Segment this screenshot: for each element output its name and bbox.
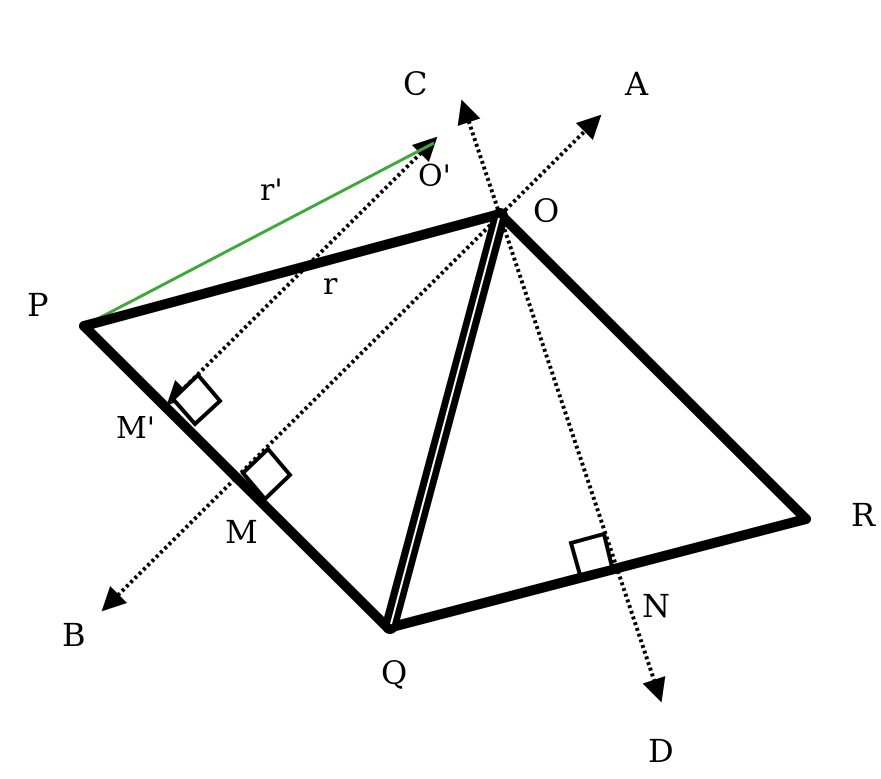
edge-pq xyxy=(79,321,393,633)
segment-p-o-prime xyxy=(83,141,435,328)
label-a: A xyxy=(624,65,649,103)
label-o: O xyxy=(533,192,559,230)
right-angle-m xyxy=(240,446,293,502)
edge-po xyxy=(79,209,505,331)
label-o-prime: O' xyxy=(418,159,451,194)
label-r-prime: r' xyxy=(260,173,283,208)
label-m-prime: M' xyxy=(116,411,155,446)
label-r-vertex: R xyxy=(851,496,876,534)
label-r: r xyxy=(323,267,338,302)
edge-oq-inner xyxy=(390,217,500,625)
line-cd xyxy=(457,99,666,703)
edge-or xyxy=(495,209,811,524)
label-c: C xyxy=(403,65,427,103)
right-angle-m-prime xyxy=(170,372,223,427)
label-d: D xyxy=(648,732,674,770)
right-angle-n xyxy=(568,531,615,578)
line-ab xyxy=(101,114,602,612)
label-p: P xyxy=(27,286,49,324)
line-o-prime-m-prime xyxy=(166,136,438,406)
label-q: Q xyxy=(381,654,407,692)
label-m: M xyxy=(225,513,258,551)
label-b: B xyxy=(62,616,86,654)
edge-qr xyxy=(383,514,811,633)
label-n: N xyxy=(642,587,670,625)
